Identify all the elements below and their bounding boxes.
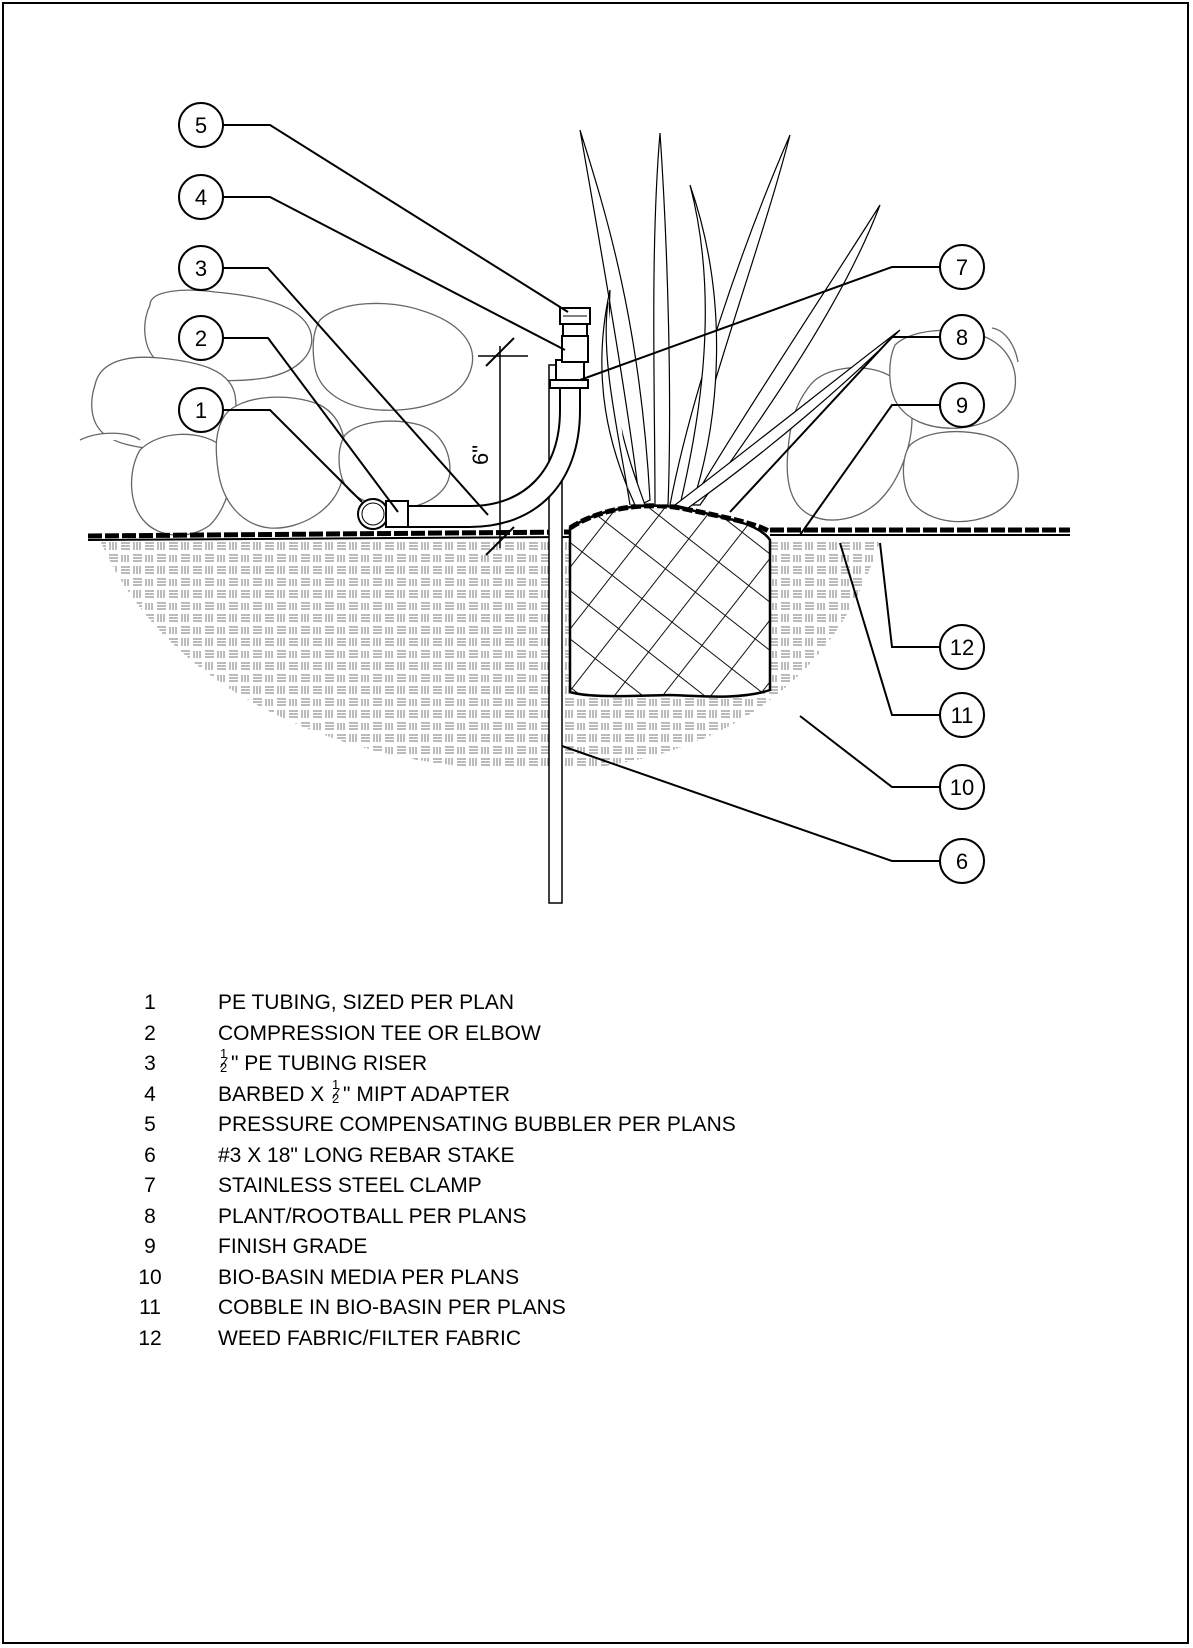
leader-lines xyxy=(223,124,940,862)
finish-grade-fabric xyxy=(87,503,1070,541)
callout-3: 3 xyxy=(178,245,224,291)
callout-6: 6 xyxy=(939,838,985,884)
rootball xyxy=(568,504,772,698)
svg-text:10: 10 xyxy=(950,775,974,800)
callout-10: 10 xyxy=(939,764,985,810)
svg-text:7: 7 xyxy=(956,255,968,280)
svg-text:8: 8 xyxy=(956,325,968,350)
callout-1: 1 xyxy=(178,387,224,433)
pe-tubing-lateral xyxy=(357,498,389,530)
height-dimension xyxy=(478,337,528,556)
svg-text:5: 5 xyxy=(195,113,207,138)
callout-7: 7 xyxy=(939,244,985,290)
svg-text:2: 2 xyxy=(195,326,207,351)
legend-item: 6#3 X 18" LONG REBAR STAKE xyxy=(144,1143,515,1167)
svg-text:1: 1 xyxy=(195,398,207,423)
svg-text:9: 9 xyxy=(956,393,968,418)
svg-text:6: 6 xyxy=(956,849,968,874)
svg-text:3: 3 xyxy=(195,256,207,281)
callout-bubbles: 5 4 3 2 1 7 8 9 12 11 10 6 xyxy=(178,102,985,884)
callout-11: 11 xyxy=(939,692,985,738)
callout-12: 12 xyxy=(939,624,985,670)
plant-leaves xyxy=(579,129,901,509)
callout-2: 2 xyxy=(178,315,224,361)
callout-5: 5 xyxy=(178,102,224,148)
dimension-label: 6" xyxy=(468,445,493,465)
callout-4: 4 xyxy=(178,174,224,220)
cobble-stones xyxy=(79,289,1019,536)
svg-text:4: 4 xyxy=(195,185,207,210)
bio-basin-media xyxy=(100,540,880,771)
callout-9: 9 xyxy=(939,382,985,428)
callout-8: 8 xyxy=(939,314,985,360)
svg-text:11: 11 xyxy=(951,703,974,728)
svg-text:12: 12 xyxy=(950,635,974,660)
